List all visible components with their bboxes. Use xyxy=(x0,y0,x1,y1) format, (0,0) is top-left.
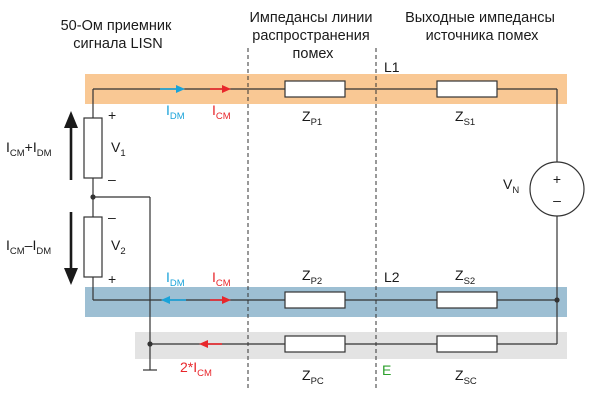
icm-minus-idm-label: ICM–IDM xyxy=(6,237,51,257)
v2-resistor xyxy=(83,216,103,278)
zp1-resistor xyxy=(284,80,346,98)
v2-minus-sign: – xyxy=(108,209,116,225)
vn-source-symbol xyxy=(529,161,585,217)
zsc-label: ZSC xyxy=(455,367,477,387)
junction-dot-lisn-mid xyxy=(90,194,96,200)
vn-minus-sign: – xyxy=(553,192,561,208)
vn-label: VN xyxy=(503,176,519,196)
zs1-label: ZS1 xyxy=(455,108,475,128)
circuit-wires xyxy=(92,88,558,371)
v1-label: V1 xyxy=(111,139,126,159)
zpc-resistor xyxy=(284,335,346,353)
zp1-label: ZP1 xyxy=(302,108,322,128)
zp2-label: ZP2 xyxy=(302,267,322,287)
v1-minus-sign: – xyxy=(108,171,116,187)
icm-plus-idm-label: ICM+IDM xyxy=(6,139,52,159)
icm-l2-label: ICM xyxy=(212,269,231,289)
zs1-resistor xyxy=(436,80,498,98)
icm-l1-label: ICM xyxy=(212,102,231,122)
v1-plus-sign: + xyxy=(108,107,116,123)
icm-l2-arrow-icon xyxy=(210,296,231,304)
e-band xyxy=(135,332,567,359)
source-impedance-heading: Выходные импедансы источника помех xyxy=(405,10,559,44)
junction-dot-ground xyxy=(147,341,153,347)
v2-plus-sign: + xyxy=(108,271,116,287)
l2-node-label: L2 xyxy=(384,269,400,285)
zp2-resistor xyxy=(284,291,346,309)
zs2-resistor xyxy=(436,291,498,309)
v1-resistor xyxy=(83,117,103,179)
zsc-resistor xyxy=(436,335,498,353)
idm-l1-arrow-icon xyxy=(160,85,185,93)
lisn-heading: 50-Ом приемник сигнала LISN xyxy=(61,18,176,52)
l1-node-label: L1 xyxy=(384,59,400,75)
up-arrow-icon xyxy=(64,111,78,180)
down-arrow-icon xyxy=(64,212,78,285)
idm-l2-arrow-icon xyxy=(161,296,186,304)
icm-l1-arrow-icon xyxy=(210,85,231,93)
line-impedance-heading: Импедансы линии распространения помех xyxy=(249,10,376,62)
return-current-label: 2*ICM xyxy=(180,359,212,379)
e-node-label: E xyxy=(382,362,391,378)
idm-l1-label: IDM xyxy=(166,102,185,122)
v2-label: V2 xyxy=(111,237,126,257)
zs2-label: ZS2 xyxy=(455,267,475,287)
junction-dot-l2-right xyxy=(554,297,560,303)
vn-plus-sign: + xyxy=(553,171,561,187)
idm-l2-label: IDM xyxy=(166,269,185,289)
return-current-arrow-icon xyxy=(199,340,222,348)
zpc-label: ZPC xyxy=(302,367,324,387)
